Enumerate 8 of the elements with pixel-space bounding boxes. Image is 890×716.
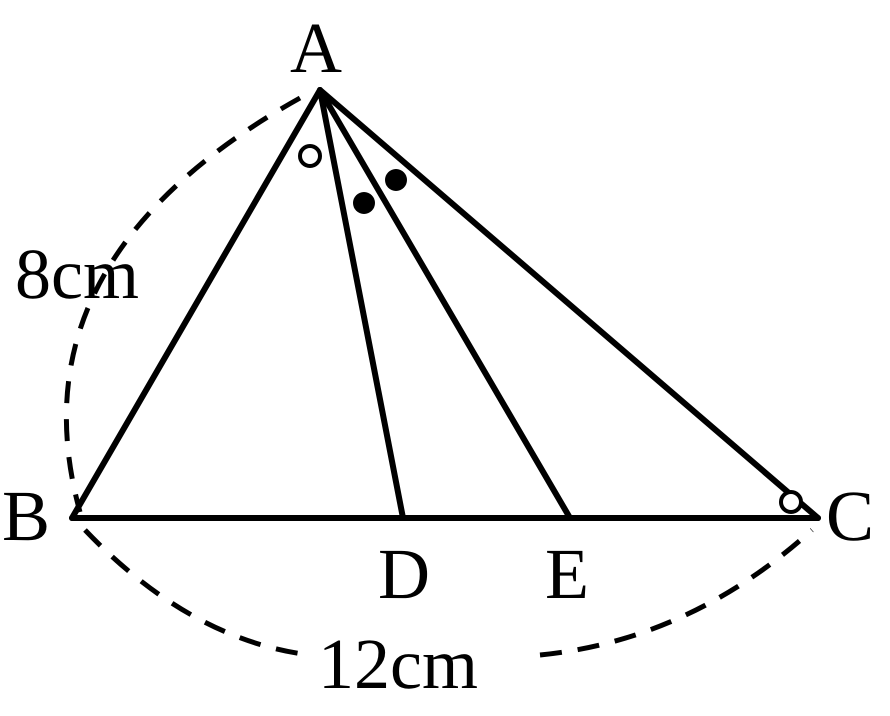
length-label: 12cm xyxy=(318,628,478,700)
line-segment xyxy=(69,515,821,521)
vertex-label: E xyxy=(545,538,589,610)
vertex-label: C xyxy=(826,480,874,552)
vertex-label: A xyxy=(290,12,342,84)
vertex-label: D xyxy=(378,538,430,610)
length-label: 8cm xyxy=(15,238,139,310)
vertex-label: B xyxy=(2,480,50,552)
